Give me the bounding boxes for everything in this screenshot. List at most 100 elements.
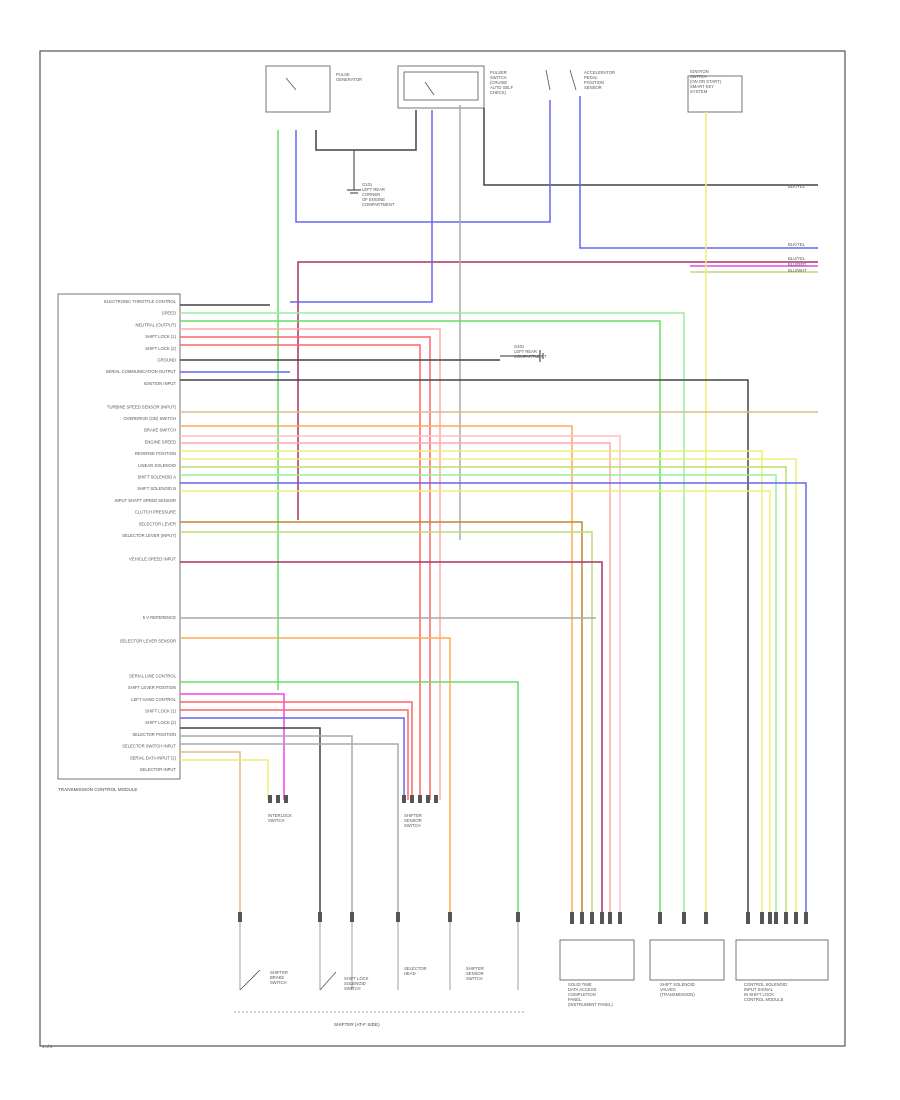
right-edge-label-3: BLU/YEL [788,256,806,261]
tcm-pin-label: NEUTRAL (OUTPUT) [135,322,176,327]
tcm-pin-label: IGNITION INPUT [144,381,177,386]
tcm-pin-label: ENGINE SPEED [145,439,176,444]
module-pin [570,912,574,924]
tcm-pin-label: SELECTOR LEVER SENSOR [120,638,176,643]
tcm-pin-label: SELECTOR LEVER (INPUT) [122,533,177,538]
wire-tcm-25 [180,681,519,915]
wire-maroon-top [297,261,818,520]
tcm-pin-label: SELECTOR POSITION [132,732,176,737]
right-edge-label-2: BLK/YEL [788,242,806,247]
module-pin [746,912,750,924]
wire-tcm-12 [180,435,621,915]
tcm-pin-label: SERIAL COMMUNICATION OUTPUT [106,369,177,374]
tcm-pin-label: GROUND [157,358,176,363]
wire-tcm-29 [180,717,405,800]
wire-tcm-28 [180,709,409,800]
tcm-pin-label: SHIFT LEVER POSITION [128,685,176,690]
wire-tcm-32 [180,743,399,915]
module-pin [580,912,584,924]
module-pin [784,912,788,924]
wire-tcm-11 [180,425,573,915]
tcm-pin-label: LINEAR SOLENOID [138,463,176,468]
module-pin [590,912,594,924]
wire-black-top-2 [483,108,818,186]
module-pin [704,912,708,924]
module-pin [768,912,772,924]
tcm-pin-label: VEHICLE SPEED INPUT [129,556,176,561]
tcm-pin-label: REVERSE POSITION [135,451,176,456]
tcm-pin-label: SERIAL LINE CONTROL [129,673,177,678]
tcm-pin-label: TURBINE SPEED SENSOR (INPUT) [107,404,177,409]
wire-tcm-33 [180,751,241,915]
right-edge-label-5: BLU/WHT [788,268,807,273]
tcm-pin-label: SELECTOR SWITCH INPUT [122,744,176,749]
module-pin [658,912,662,924]
wire-tcm-20 [180,521,583,915]
wire-tcm-5 [180,336,431,800]
wire-tcm-17 [180,474,777,915]
wire-tcm-21 [180,531,593,915]
right-edge-label-1: BLK/YEL [788,184,806,189]
tcm-label: TRANSMISSION CONTROL MODULE [58,787,137,792]
tcm-pin-label: SPEED [162,311,176,316]
wire-harness [180,96,818,915]
wire-tcm-31 [180,735,353,915]
wire-tcm-16 [180,466,787,915]
wire-tcm-19 [180,490,771,915]
transmission-control-module: ELECTRONIC THROTTLE CONTROLSPEEDNEUTRAL … [57,293,181,792]
tcm-pin-label: SELECTOR LEVER [139,521,176,526]
wire-tcm-3 [180,320,661,915]
tcm-pin-label: LEFT HAND CONTROL [131,697,176,702]
wire-tcm-4 [180,328,441,800]
page-caption: 1 of 2 [42,1044,53,1049]
module-pin [760,912,764,924]
tcm-pin-label: OVERDRIVE (OD) SWITCH [123,416,176,421]
module-pin [618,912,622,924]
wire-tcm-26 [180,693,285,800]
wire-tcm-18 [180,482,807,915]
wire-tcm-15 [180,458,797,915]
right-edge-labels: BLK/YEL BLK/YEL BLU/YEL BLU/RED BLU/WHT [788,184,807,273]
tcm-pin-label: SHIFT LOCK (2) [145,720,176,725]
tcm-pin-label: SHIFT LOCK (1) [145,334,176,339]
wire-tcm-24 [180,637,451,915]
wire-black-top-1 [315,110,417,151]
tcm-pin-label: SERIAL DATA INPUT (2) [130,755,177,760]
tcm-pin-label: CLUTCH PRESSURE [135,510,176,515]
module-pin [600,912,604,924]
tcm-pin-list: ELECTRONIC THROTTLE CONTROLSPEEDNEUTRAL … [104,299,176,772]
tcm-pin-label: SHIFT SOLENOID B [137,486,176,491]
tcm-pin-label: SELECTOR INPUT [140,767,177,772]
module-pin [608,912,612,924]
module-pin [794,912,798,924]
wire-tcm-13 [180,442,611,915]
shifter-label: SHIFTER (AT-F SIDE) [334,1022,380,1027]
wire-tcm-2 [180,312,685,915]
wire-tcm-6 [180,344,421,800]
diagram-frame [39,50,846,1047]
tcm-pin-label: INPUT SHAFT SPEED SENSOR [114,498,176,503]
tcm-pin-label: 5 V REFERENCE [143,615,176,620]
